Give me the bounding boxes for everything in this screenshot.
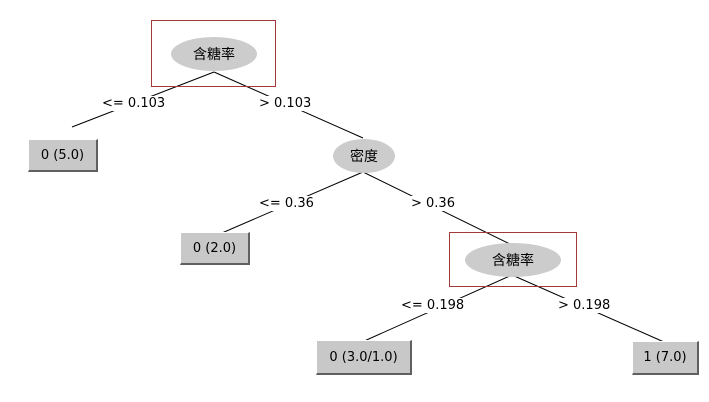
leaf-node[interactable]: 0 (5.0) [28,139,98,172]
leaf-label: 0 (3.0/1.0) [329,349,398,365]
leaf-node[interactable]: 0 (2.0) [180,232,250,265]
edge-label-gt-0.103: > 0.103 [258,96,313,111]
highlight-box-sugar [449,232,577,287]
edge-label-le-0.103: <= 0.103 [101,96,167,111]
leaf-node[interactable]: 1 (7.0) [632,341,699,375]
tree-node-root[interactable]: 含糖率 [171,37,257,71]
leaf-node[interactable]: 0 (3.0/1.0) [316,340,412,375]
node-label: 含糖率 [193,47,235,63]
leaf-label: 1 (7.0) [643,350,687,365]
edge-label-gt-0.198: > 0.198 [557,298,612,313]
node-label: 密度 [350,149,378,165]
edge-label-gt-0.36: > 0.36 [410,196,456,211]
tree-node-sugar[interactable]: 含糖率 [465,243,561,277]
highlight-box-root [151,20,276,87]
node-label: 含糖率 [492,253,534,269]
edge-label-le-0.36: <= 0.36 [258,196,315,211]
tree-node-density[interactable]: 密度 [333,139,395,173]
edge-label-le-0.198: <= 0.198 [400,298,466,313]
leaf-label: 0 (5.0) [40,147,85,163]
leaf-label: 0 (2.0) [192,240,237,256]
